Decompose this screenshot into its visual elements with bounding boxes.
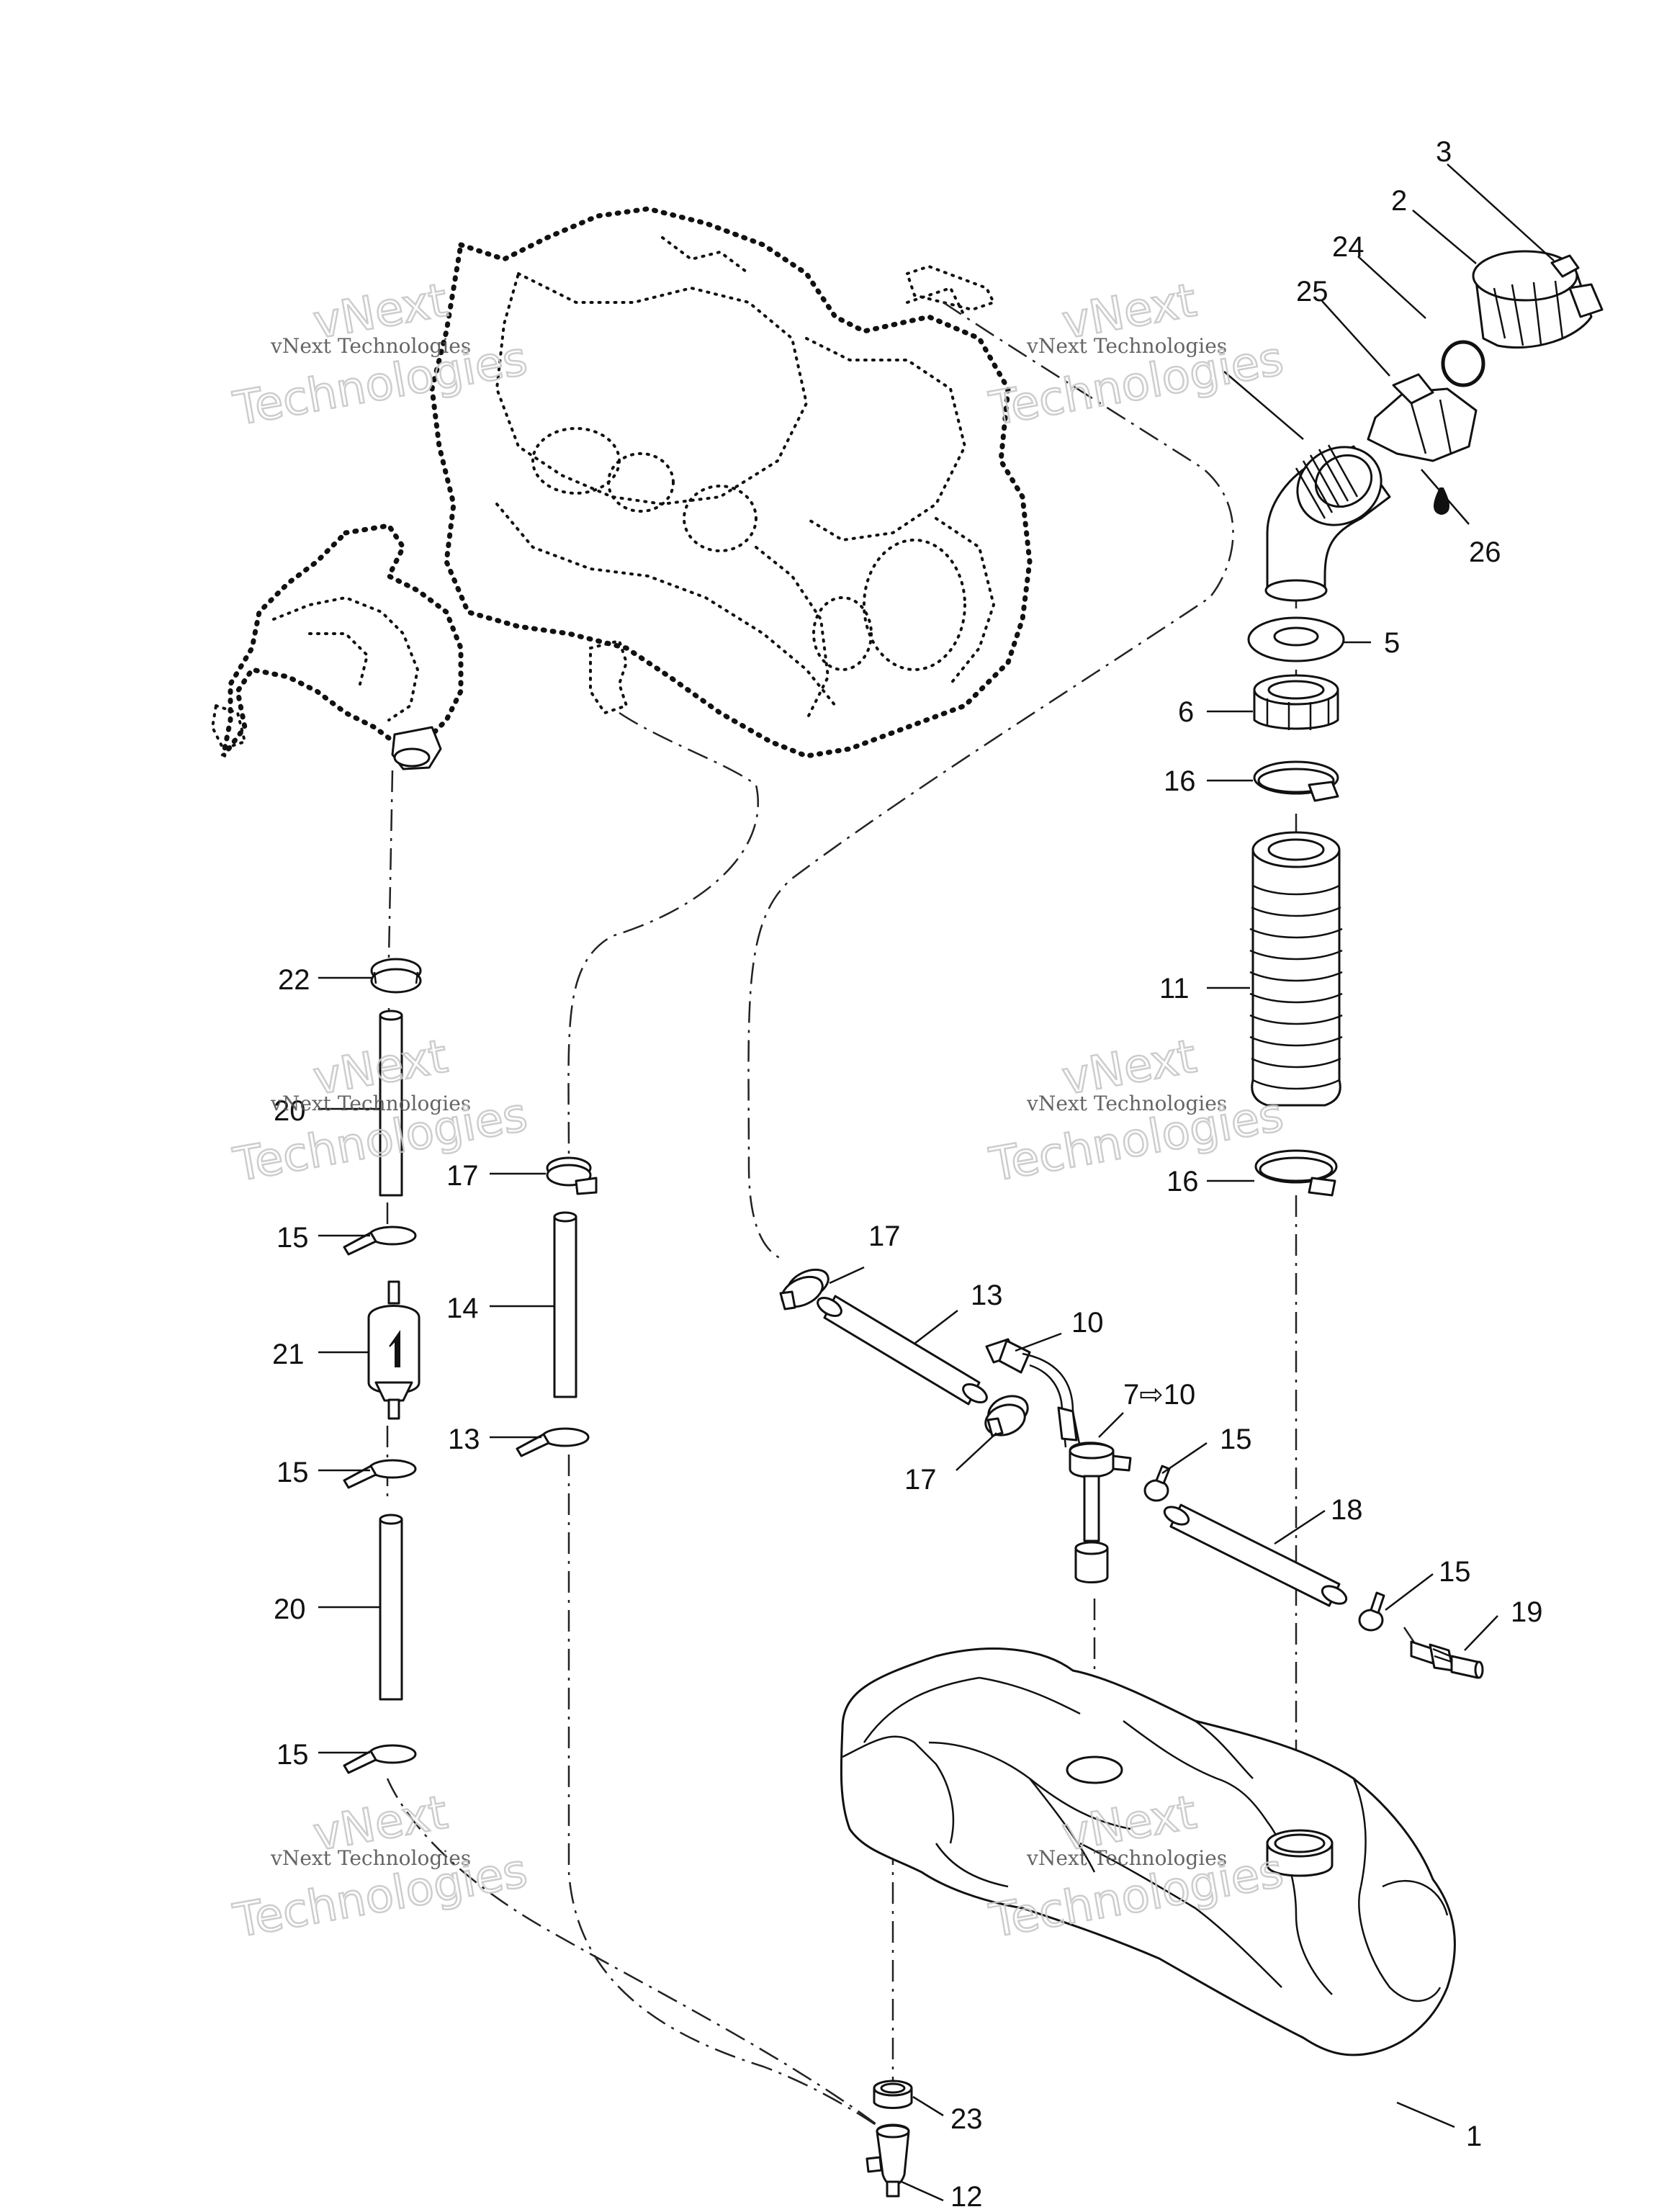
callout-22: 22 [278,964,310,996]
fuel-tank [840,1647,1456,2056]
callout-15-d: 15 [1220,1424,1252,1455]
callout-13-left: 14 [446,1292,479,1324]
callout-18: 18 [1331,1494,1363,1526]
svg-text:vNext Technologies: vNext Technologies [270,1846,471,1870]
callout-6: 6 [1178,696,1194,728]
callout-16-upper: 16 [1164,765,1196,797]
grommet-23 [873,2080,913,2109]
watermark-1: vNext vNext Technologies Technologies [229,273,532,437]
callout-11: 11 [1159,973,1190,1004]
clamp-17-middle [984,1395,1029,1437]
callout-17-mid: 17 [904,1464,937,1496]
callout-10: 10 [1071,1307,1104,1339]
callout-12: 12 [950,2181,983,2212]
svg-text:vNext Technologies: vNext Technologies [1026,334,1227,358]
callout-13-diag: 13 [971,1280,1003,1311]
clip-14 [516,1427,590,1457]
fuel-hose-20-upper [379,1010,403,1197]
callout-24: 24 [1332,231,1364,263]
clip-15-c [343,1744,417,1774]
callout-19: 19 [1511,1596,1543,1628]
engine-vent-fitting-lower [589,639,629,715]
gasket-washer [1247,616,1345,662]
callout-21: 21 [272,1339,305,1370]
o-ring [1441,340,1485,387]
callout-25: 25 [1296,276,1328,307]
svg-text:vNext Technologies: vNext Technologies [270,334,471,358]
svg-text:vNext Technologies: vNext Technologies [1026,1092,1227,1115]
callout-labels: 3 2 24 25 26 5 6 16 11 16 17 13 10 7⇨10 … [272,136,1543,2212]
callout-7-10: 7⇨10 [1123,1379,1195,1411]
leader-lines [318,163,1555,2202]
callout-17-left: 17 [446,1160,479,1192]
callout-1: 1 [1466,2121,1482,2152]
clip-15-e [1358,1591,1385,1632]
hose-13-diagonal [817,1295,988,1406]
hose-clamp-lower [1254,1149,1338,1197]
callout-15-a: 15 [276,1222,309,1254]
watermark-4: vNext vNext Technologies Technologies [985,1029,1288,1193]
hose-clamp-upper [1253,760,1339,802]
vent-tee-7-10 [1022,1352,1132,1583]
filler-cap [1472,250,1604,349]
vent-valve-10 [985,1338,1031,1374]
clamp-22 [370,958,422,994]
fuel-filter [367,1280,421,1420]
callout-2: 2 [1391,185,1407,217]
oil-drop-icon [1434,487,1449,516]
vent-hose-18 [1163,1503,1348,1607]
fuel-pump-outline [210,523,464,758]
callout-3: 3 [1436,136,1452,168]
callout-5: 5 [1384,627,1400,659]
watermark-5: vNext vNext Technologies Technologies [229,1785,532,1949]
callout-17-top: 17 [868,1220,901,1252]
clip-15-a [343,1226,417,1256]
callout-15-c: 15 [276,1739,309,1771]
hose-routing-lines [386,301,1420,2133]
hose-13-left [553,1211,577,1398]
filler-neck-elbow [1264,444,1391,602]
engine-block-outline [429,206,1033,759]
engine-vent-fitting-top [905,264,996,312]
callout-14: 13 [448,1424,480,1455]
svg-text:vNext Technologies: vNext Technologies [270,1092,471,1115]
callout-20-upper: 20 [274,1095,306,1127]
cap-screw [1550,254,1580,278]
svg-text:vNext Technologies: vNext Technologies [1026,1846,1227,1870]
check-valve-19 [1410,1640,1484,1679]
callout-15-e: 15 [1439,1556,1471,1588]
watermark-2: vNext vNext Technologies Technologies [985,273,1288,437]
vent-valve-check [1367,373,1478,462]
callout-26: 26 [1469,536,1501,568]
callout-15-b: 15 [276,1457,309,1488]
fuel-hose-20-lower [379,1514,403,1701]
tee-fitting-12 [866,2123,910,2198]
callout-23: 23 [950,2103,983,2135]
clamp-17-left [546,1156,598,1195]
nut [1253,674,1339,730]
fuel-pump-outlet-fitting [391,726,442,770]
callout-16-lower: 16 [1166,1166,1199,1197]
filler-hose-bellows [1249,831,1343,1107]
clamp-17-top [779,1268,830,1310]
callout-20-lower: 20 [274,1593,306,1625]
clip-15-b [343,1459,417,1489]
